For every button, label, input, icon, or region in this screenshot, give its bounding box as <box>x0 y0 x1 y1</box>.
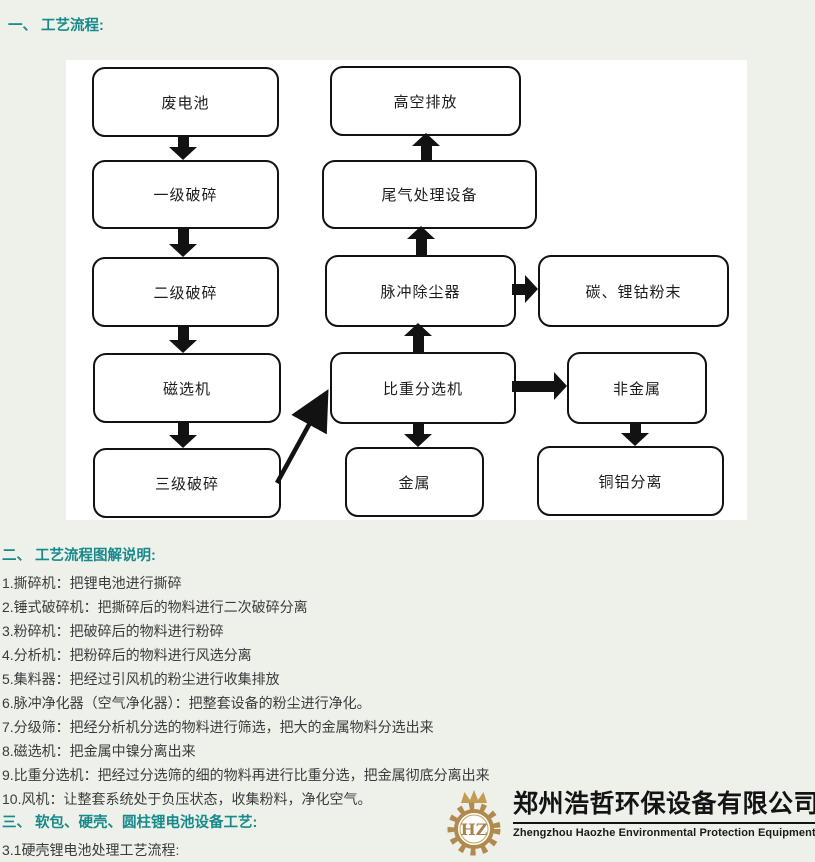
note-line: 8.磁选机：把金属中镍分离出来 <box>2 743 196 759</box>
logo-monogram: HZ <box>461 820 488 839</box>
hz-gear-crown-icon: HZ <box>447 790 501 856</box>
flow-arrow-up-icon <box>407 226 435 255</box>
note-line: 10.风机：让整套系统处于负压状态，收集粉料，净化空气。 <box>2 791 372 807</box>
company-name-en: Zhengzhou Haozhe Environmental Protectio… <box>513 827 815 839</box>
arrow-head <box>169 435 197 448</box>
logo-text-block: 郑州浩哲环保设备有限公司 Zhengzhou Haozhe Environmen… <box>513 788 815 841</box>
flow-node-copper-aluminum-separation: 铜铝分离 <box>537 446 724 516</box>
arrow-head <box>412 133 440 146</box>
flow-node-tertiary-crushing: 三级破碎 <box>93 448 281 518</box>
arrow-shaft <box>415 239 427 255</box>
flow-arrow-up-icon <box>412 133 440 160</box>
flow-node-high-altitude-discharge: 高空排放 <box>330 66 521 136</box>
arrow-head <box>169 244 197 257</box>
note-line: 6.脉冲净化器（空气净化器）：把整套设备的粉尘进行净化。 <box>2 695 371 711</box>
flow-node-gravity-separator: 比重分选机 <box>330 352 516 424</box>
note-line: 3.粉碎机：把破碎后的物料进行粉碎 <box>2 623 224 639</box>
arrow-head <box>404 323 432 336</box>
flow-node-metal: 金属 <box>345 447 484 517</box>
section3-subtitle: 3.1硬壳锂电池处理工艺流程: <box>2 842 180 858</box>
arrow-shaft <box>177 325 189 340</box>
flow-arrow-down-icon <box>169 227 197 257</box>
section3-title: 三、 软包、硬壳、圆柱锂电池设备工艺: <box>2 815 258 831</box>
flow-arrow-right-icon <box>512 372 567 400</box>
company-logo: HZ 郑州浩哲环保设备有限公司 Zhengzhou Haozhe Environ… <box>438 786 815 858</box>
arrow-shaft <box>629 422 641 433</box>
note-line: 9.比重分选机：把经过分选筛的细的物料再进行比重分选，把金属彻底分离出来 <box>2 767 490 783</box>
arrow-head <box>404 434 432 447</box>
flow-node-secondary-crushing: 二级破碎 <box>92 257 279 327</box>
flow-node-primary-crushing: 一级破碎 <box>92 160 279 229</box>
process-flowchart: 废电池 高空排放 一级破碎 尾气处理设备 二级破碎 脉冲除尘器 碳、锂钴粉末 磁… <box>66 60 747 520</box>
flow-arrow-right-icon <box>512 275 538 303</box>
flow-arrow-down-icon <box>404 422 432 447</box>
arrow-shaft <box>512 380 554 392</box>
arrow-shaft <box>177 227 189 244</box>
arrow-head <box>169 340 197 353</box>
arrow-shaft <box>512 283 525 295</box>
flow-arrow-down-icon <box>169 421 197 448</box>
flow-node-magnetic-separator: 磁选机 <box>93 353 281 423</box>
section2-title: 二、 工艺流程图解说明: <box>2 548 156 564</box>
flow-arrow-down-icon <box>169 135 197 160</box>
arrow-shaft <box>177 135 189 147</box>
note-line: 5.集料器：把经过引风机的粉尘进行收集排放 <box>2 671 280 687</box>
flow-arrow-down-icon <box>169 325 197 353</box>
flow-node-waste-battery: 废电池 <box>92 67 279 137</box>
flow-arrow-down-icon <box>621 422 649 446</box>
flow-node-non-metal: 非金属 <box>567 352 707 424</box>
arrow-shaft <box>177 421 189 435</box>
note-line: 7.分级筛：把经分析机分选的物料进行筛选，把大的金属物料分选出来 <box>2 719 434 735</box>
arrow-shaft <box>420 146 432 160</box>
section1-title: 一、 工艺流程: <box>8 18 104 34</box>
note-line: 1.撕碎机：把锂电池进行撕碎 <box>2 575 182 591</box>
flow-arrow-up-icon <box>404 323 432 352</box>
arrow-head <box>169 147 197 160</box>
note-line: 2.锤式破碎机：把撕碎后的物料进行二次破碎分离 <box>2 599 308 615</box>
flow-node-pulse-dust-collector: 脉冲除尘器 <box>325 255 516 327</box>
arrow-head <box>621 433 649 446</box>
flow-node-carbon-lithium-cobalt-powder: 碳、锂钴粉末 <box>538 255 729 327</box>
arrow-shaft <box>412 422 424 434</box>
flow-node-exhaust-gas-treatment: 尾气处理设备 <box>322 160 537 229</box>
arrow-head <box>407 226 435 239</box>
process-notes-section: 二、 工艺流程图解说明: 1.撕碎机：把锂电池进行撕碎 2.锤式破碎机：把撕碎后… <box>2 544 762 862</box>
company-name-zh: 郑州浩哲环保设备有限公司 <box>513 788 815 824</box>
note-line: 4.分析机：把粉碎后的物料进行风选分离 <box>2 647 252 663</box>
arrow-head <box>554 372 567 400</box>
arrow-shaft <box>412 336 424 352</box>
arrow-head <box>525 275 538 303</box>
